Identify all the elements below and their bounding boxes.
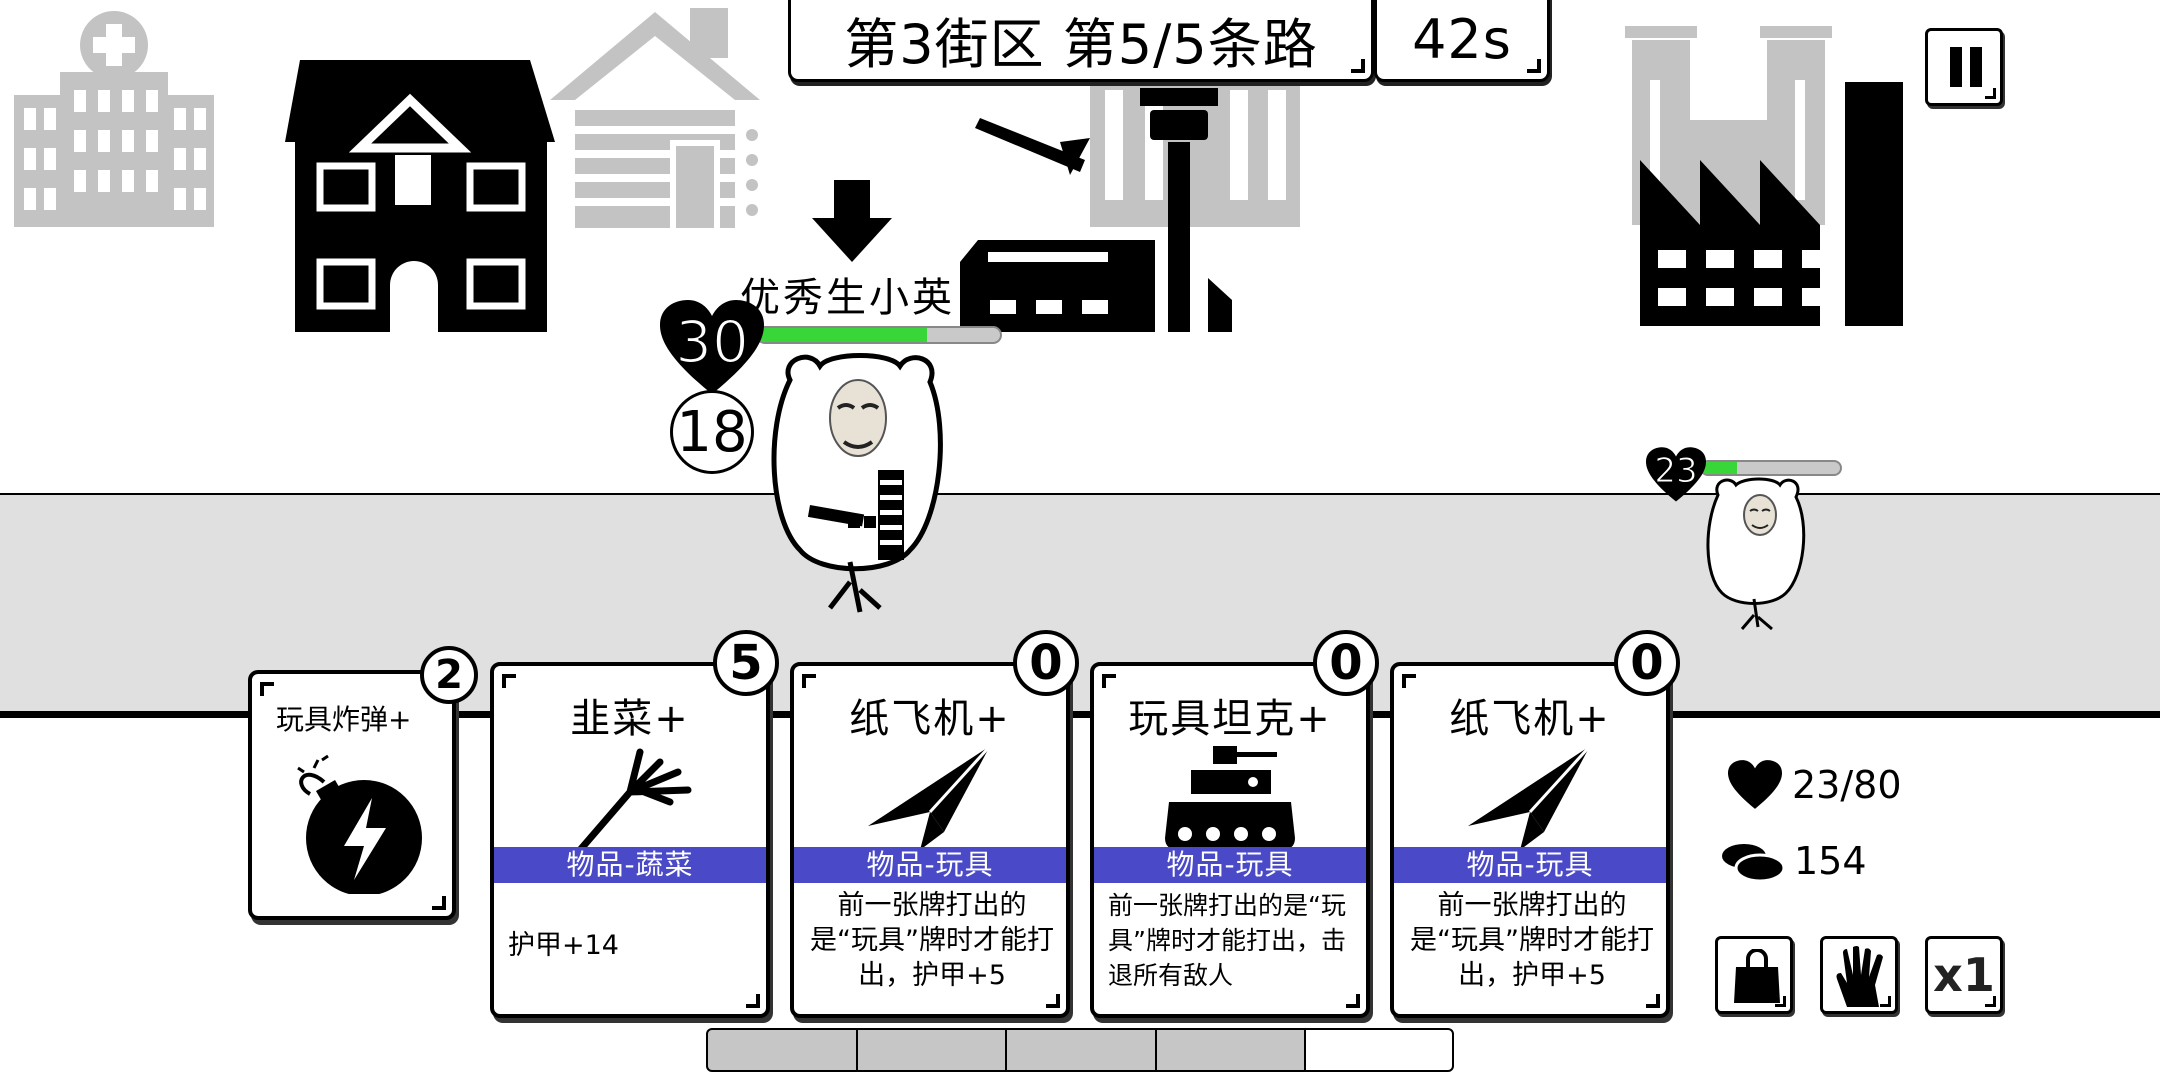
progress-segment (1154, 1028, 1307, 1072)
coin-stat-value: 154 (1794, 839, 1867, 883)
hand-card-2-cost: 5 (713, 630, 779, 696)
turn-progress-bar (706, 1028, 1454, 1072)
heart-icon (1728, 760, 1782, 809)
background-buildings (14, 8, 1903, 332)
tank-icon (1165, 746, 1295, 850)
location-banner: 第3街区 第5/5条路 (788, 0, 1374, 82)
paper-plane-icon (1468, 744, 1592, 850)
hp-stat-value: 23/80 (1792, 763, 1902, 807)
pause-icon (1948, 47, 1986, 87)
enemy-hp-bar (1700, 460, 1842, 476)
card-name: 纸飞机+ (849, 696, 1011, 742)
hand-card-4-cost: 0 (1313, 630, 1379, 696)
player-character (771, 353, 943, 613)
bomb-icon (297, 754, 422, 894)
hand-card-5[interactable]: 纸飞机+ 物品-玩具 前一张牌打出的是“玩具”牌时才能打出，护甲+5 (1390, 662, 1670, 1018)
coins-icon (1722, 844, 1786, 883)
paper-plane-icon (868, 744, 992, 850)
card-name: 玩具炸弹+ (276, 703, 412, 736)
discard-hand-button[interactable] (1820, 936, 1898, 1014)
hand-card-3-cost: 0 (1013, 630, 1079, 696)
card-name: 玩具坦克+ (1128, 696, 1332, 742)
progress-segment (1304, 1028, 1454, 1072)
hand-card-5-cost: 0 (1614, 630, 1680, 696)
hand-card-1[interactable]: 玩具炸弹+ (248, 670, 456, 920)
cost-value: 5 (729, 635, 763, 691)
hospital-icon (14, 11, 214, 227)
card-name: 纸飞机+ (1449, 696, 1611, 742)
airport-icon (960, 88, 1232, 332)
player-hp-value: 30 (674, 307, 750, 377)
enemy-hp-fill (1702, 462, 1737, 474)
cost-value: 2 (435, 652, 463, 698)
cost-value: 0 (1329, 635, 1363, 691)
timer-box: 42s (1374, 0, 1550, 82)
player-hp-fill (758, 328, 928, 342)
timer-label: 42s (1412, 7, 1512, 71)
progress-segment (855, 1028, 1008, 1072)
player-shield: 18 (670, 390, 754, 474)
destination-arrow-icon (812, 180, 892, 262)
progress-segment (706, 1028, 858, 1072)
hp-stat: 23/80 (1728, 760, 1902, 810)
player-hp-bar (756, 326, 1002, 344)
hand-card-1-cost: 2 (420, 646, 478, 704)
factory-icon (1640, 82, 1903, 326)
cost-value: 0 (1630, 635, 1664, 691)
hand-icon (1836, 946, 1883, 1007)
heart-icon (660, 300, 764, 394)
card-name: 韭菜+ (570, 696, 690, 742)
card-desc: 前一张牌打出的是“玩具”牌时才能打出，护甲+5 (1410, 890, 1654, 991)
house-icon (285, 60, 555, 332)
location-label: 第3街区 第5/5条路 (844, 12, 1318, 76)
card-type: 物品-玩具 (794, 847, 1066, 883)
hand-card-4[interactable]: 玩具坦克+ 物品-玩具 前一张牌打出的是“玩具”牌时才能打出，击退所有敌人 (1090, 662, 1370, 1018)
player-name: 优秀生小英 (740, 275, 955, 321)
leek-icon (576, 748, 692, 852)
enemy-character (1706, 477, 1806, 631)
coin-stat: 154 (1720, 838, 1867, 884)
hand-card-2[interactable]: 韭菜+ 物品-蔬菜 护甲+14 (490, 662, 770, 1018)
card-desc: 前一张牌打出的是“玩具”牌时才能打出，护甲+5 (810, 890, 1054, 991)
progress-segment (1005, 1028, 1157, 1072)
cost-value: 0 (1029, 635, 1063, 691)
hand-card-3[interactable]: 纸飞机+ 物品-玩具 前一张牌打出的是“玩具”牌时才能打出，护甲+5 (790, 662, 1070, 1018)
enemy-hp-value: 23 (1654, 451, 1698, 492)
shop-button[interactable] (1715, 936, 1793, 1014)
player-hp-heart: 30 (660, 300, 764, 396)
speed-button[interactable]: x1 (1925, 936, 2003, 1014)
card-type: 物品-蔬菜 (494, 847, 766, 883)
wooden-house-icon (550, 8, 760, 228)
card-type: 物品-玩具 (1394, 847, 1666, 883)
card-desc: 前一张牌打出的是“玩具”牌时才能打出，击退所有敌人 (1108, 891, 1346, 990)
player-shield-value: 18 (676, 399, 748, 465)
heart-icon (1646, 447, 1706, 502)
speed-label: x1 (1933, 948, 1995, 1002)
shopping-bag-icon (1734, 949, 1780, 1003)
enemy-hp-heart: 23 (1646, 447, 1706, 503)
card-desc: 护甲+14 (508, 930, 619, 961)
pause-button[interactable] (1925, 28, 2003, 106)
card-type: 物品-玩具 (1094, 847, 1366, 883)
